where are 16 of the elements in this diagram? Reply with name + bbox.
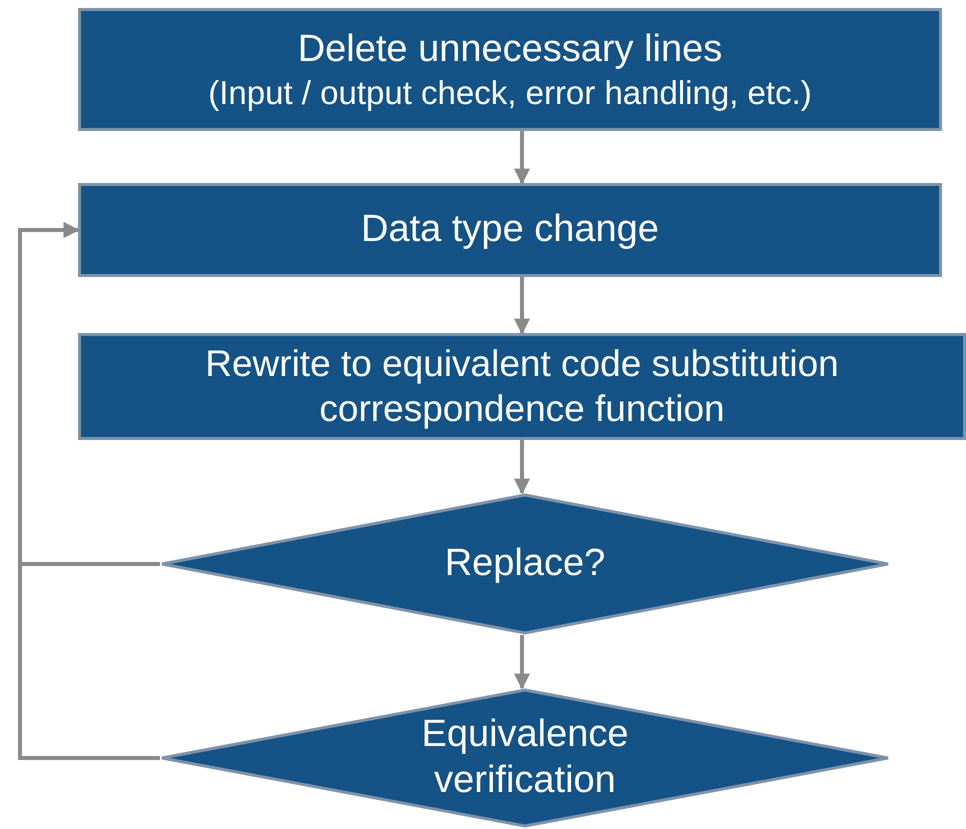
- arrow: [514, 635, 530, 690]
- node-text: Rewrite to equivalent code substitution correspondence function: [204, 342, 840, 431]
- arrow: [514, 131, 530, 185]
- process-box: [78, 8, 942, 131]
- arrow: [514, 440, 530, 495]
- decision-diamond: [160, 688, 890, 828]
- node-text: Data type change: [361, 207, 659, 252]
- node-text: Delete unnecessary lines: [298, 26, 722, 72]
- node-text: Replace?: [444, 541, 606, 586]
- node-text: Equivalence verification: [420, 712, 630, 803]
- process-box: [78, 333, 966, 440]
- process-box: [78, 183, 942, 277]
- node-text: (Input / output check, error handling, etc.): [208, 72, 812, 112]
- decision-diamond: [160, 493, 890, 635]
- arrow: [18, 222, 160, 760]
- arrow: [514, 277, 530, 335]
